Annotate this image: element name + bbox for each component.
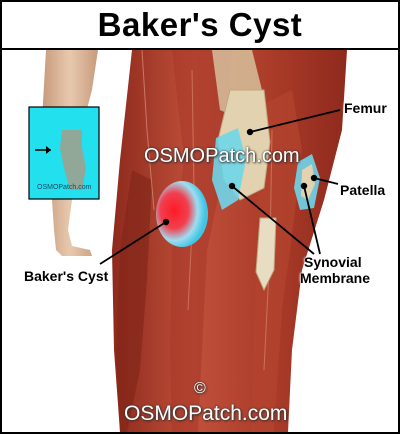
- synovial-label-line2: Membrane: [300, 270, 371, 286]
- copyright-icon: ©: [194, 380, 206, 397]
- synovial-point-b-icon: [300, 182, 308, 190]
- synovial-leader-a: [231, 185, 315, 255]
- cyst-point-icon: [162, 218, 170, 226]
- femur-label: Femur: [344, 100, 387, 116]
- cyst-leader: [99, 221, 167, 265]
- page-title: Baker's Cyst: [97, 6, 303, 43]
- inset-watermark: OSMOPatch.com: [37, 184, 92, 191]
- femur-leader: [249, 109, 341, 133]
- patella-leader: [313, 177, 339, 185]
- femur-point-icon: [246, 128, 254, 136]
- leader-lines: [99, 109, 341, 265]
- bakers-cyst-label: Baker's Cyst: [24, 268, 109, 284]
- title-bar: Baker's Cyst: [2, 2, 398, 50]
- bottom-watermark: OSMOPatch.com: [124, 402, 288, 425]
- bakers-cyst: [156, 181, 208, 247]
- synovial-label-line1: Synovial: [304, 254, 362, 270]
- fibula-bone: [255, 217, 277, 292]
- center-watermark: OSMOPatch.com: [144, 145, 300, 167]
- patella-label: Patella: [340, 182, 386, 198]
- synovial-leader-b: [303, 185, 321, 255]
- knee-illustration: [2, 50, 398, 432]
- knee-muscles: [112, 50, 347, 432]
- synovial-point-icon: [228, 182, 236, 190]
- patella-point-icon: [310, 174, 318, 182]
